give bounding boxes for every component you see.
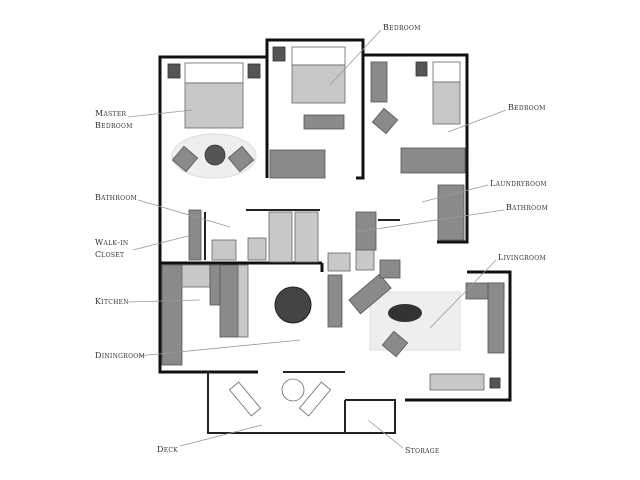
bedroom-right-furniture (370, 61, 466, 241)
label-diningroom: Diningroom (95, 351, 145, 360)
label-bathroom-left: Bathroom (95, 193, 137, 202)
label-bathroom-right: Bathroom (506, 203, 548, 212)
label-master-bedroom-line2: Bedroom (95, 121, 133, 130)
label-master-bedroom-line1: Master (95, 109, 127, 118)
label-storage: Storage (405, 446, 440, 455)
master-bedroom-furniture (167, 62, 261, 179)
label-deck: Deck (157, 445, 178, 454)
deck-furniture (228, 378, 332, 417)
label-laundryroom: Laundryroom (490, 179, 547, 188)
label-walkin-line1: Walk-in (95, 238, 128, 247)
label-leaders (127, 29, 507, 449)
living-furniture (348, 259, 505, 391)
label-livingroom: Livingroom (498, 253, 546, 262)
label-walkin-line2: Closet (95, 250, 124, 259)
label-bedroom-top: Bedroom (383, 23, 421, 32)
room-labels: Bedroom Master Bedroom Bedroom Bathroom … (95, 23, 548, 455)
label-kitchen: Kitchen (95, 297, 129, 306)
bedroom-top-furniture (269, 46, 346, 179)
bathroom-furniture (188, 209, 377, 272)
kitchen-dining-furniture (161, 264, 343, 366)
label-bedroom-right: Bedroom (508, 103, 546, 112)
